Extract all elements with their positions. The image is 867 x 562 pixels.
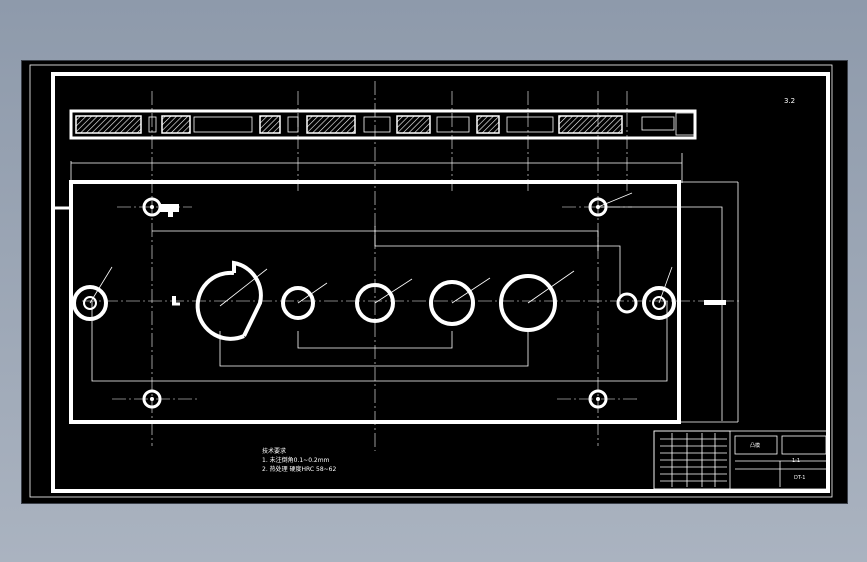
title-block	[653, 430, 829, 490]
tech-req-line-2: 2. 热处理 硬度HRC 58~62	[262, 466, 337, 473]
drawing-viewport[interactable]: 技术要求 1. 未注倒角0.1~0.2mm 2. 热处理 硬度HRC 58~62…	[21, 60, 848, 504]
tech-req-title: 技术要求	[262, 448, 287, 455]
center-lines	[82, 81, 742, 451]
technical-requirements: 技术要求 1. 未注倒角0.1~0.2mm 2. 热处理 硬度HRC 58~62	[262, 447, 336, 474]
title-block-scale: 1:1	[792, 458, 801, 464]
roughness-note: 3.2	[784, 97, 796, 105]
tech-req-line-1: 1. 未注倒角0.1~0.2mm	[262, 457, 330, 464]
title-block-drawing-no: DT-1	[794, 475, 806, 481]
outer-frame	[29, 64, 833, 498]
mechanical-drawing	[29, 64, 833, 498]
title-block-part-name: 凸模	[750, 443, 761, 449]
holes	[72, 197, 726, 409]
section-view	[69, 109, 697, 140]
inner-frame	[51, 72, 830, 493]
dimension-guides	[91, 206, 723, 421]
leaders	[89, 192, 673, 307]
